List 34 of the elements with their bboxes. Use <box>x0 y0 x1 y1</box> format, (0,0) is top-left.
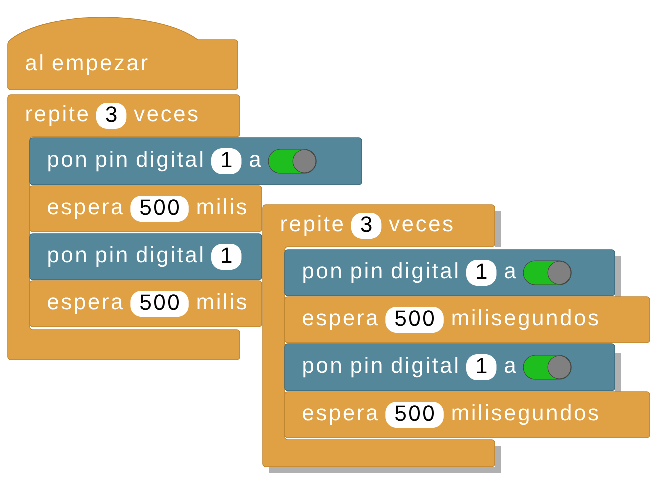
wait-block <box>284 296 650 344</box>
block-label: repite <box>26 106 88 126</box>
block-label: veces <box>389 220 453 232</box>
number-field: 1 <box>466 354 497 380</box>
block-label: veces <box>134 110 198 122</box>
number-field: 500 <box>130 196 189 222</box>
block-label: repite <box>282 216 344 236</box>
number-field: 1 <box>212 244 242 270</box>
block-label: espera <box>303 408 378 426</box>
pin-block <box>30 234 262 280</box>
number-field: 3 <box>96 103 127 129</box>
number-field: 3 <box>351 213 382 239</box>
block-label: a <box>250 155 262 168</box>
start-block <box>8 17 238 90</box>
block-label: pon pin digital <box>48 246 203 268</box>
number-field: 1 <box>466 260 497 286</box>
number-field: 500 <box>130 291 189 317</box>
block-label: milis <box>198 294 246 310</box>
block-label: milis <box>198 198 246 215</box>
block-label: pon pin digital <box>304 357 458 378</box>
block-label: espera <box>303 314 378 330</box>
block-label: a <box>505 361 516 374</box>
block-label: espera <box>48 298 124 314</box>
number-field: 1 <box>212 148 242 174</box>
block-label: milisegundos <box>452 404 598 426</box>
block-label: al empezar <box>26 54 148 76</box>
number-field: 500 <box>386 402 444 428</box>
block-label: pon pin digital <box>304 262 458 284</box>
block-label: milisegundos <box>452 310 598 330</box>
block-label: espera <box>48 202 124 220</box>
number-field: 500 <box>386 307 444 333</box>
block-label: pon pin digital <box>48 151 203 172</box>
block-label: a <box>505 266 516 279</box>
wait-block <box>284 392 650 438</box>
